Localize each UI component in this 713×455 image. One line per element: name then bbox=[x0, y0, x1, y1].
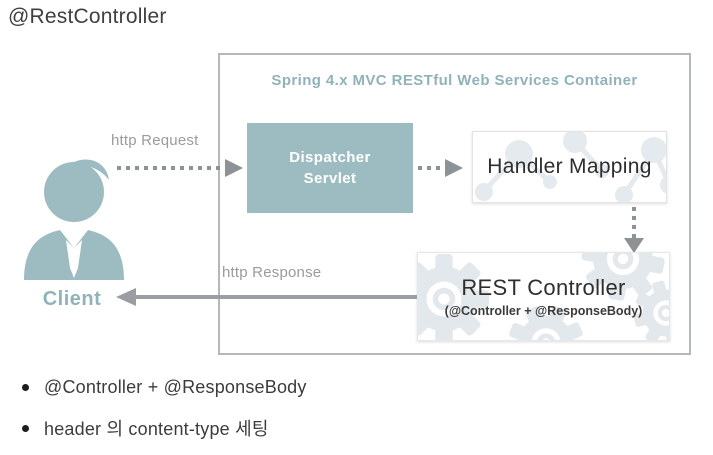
http-request-arrow-line bbox=[117, 166, 225, 170]
handler-mapping-node: Handler Mapping bbox=[472, 131, 667, 203]
http-request-label: http Request bbox=[111, 132, 199, 149]
note-text: @Controller + @ResponseBody bbox=[44, 376, 307, 397]
container-title: Spring 4.x MVC RESTful Web Services Cont… bbox=[271, 72, 638, 89]
http-response-arrowhead-icon bbox=[116, 288, 136, 306]
dispatcher-servlet-node: Dispatcher Servlet bbox=[247, 123, 413, 213]
handler-mapping-label: Handler Mapping bbox=[487, 155, 652, 178]
note-text: header 의 content-type 세팅 bbox=[44, 419, 269, 439]
client-label: Client bbox=[42, 288, 102, 310]
dispatcher-label-line2: Servlet bbox=[303, 170, 357, 187]
rest-controller-node: REST Controller (@Controller + @Response… bbox=[417, 252, 670, 341]
dispatcher-to-handler-arrowhead-icon bbox=[445, 159, 463, 177]
list-item: header 의 content-type 세팅 bbox=[22, 416, 307, 440]
handler-to-rest-arrow-line bbox=[632, 207, 636, 238]
http-request-arrowhead-icon bbox=[225, 159, 243, 177]
handler-to-rest-arrowhead-icon bbox=[624, 238, 644, 253]
rest-controller-labels: REST Controller (@Controller + @Response… bbox=[418, 253, 669, 340]
notes-list: @Controller + @ResponseBody header 의 con… bbox=[22, 375, 307, 455]
person-icon bbox=[24, 159, 124, 280]
rest-controller-sublabel: (@Controller + @ResponseBody) bbox=[444, 304, 643, 318]
bullet-marker bbox=[22, 383, 29, 391]
dispatcher-label-line1: Dispatcher bbox=[289, 149, 371, 166]
http-response-label: http Response bbox=[222, 264, 322, 281]
http-response-arrow-line bbox=[135, 295, 417, 299]
dispatcher-to-handler-arrow-line bbox=[418, 166, 445, 170]
rest-controller-label: REST Controller bbox=[461, 275, 626, 300]
client-figure: Client bbox=[16, 156, 128, 311]
bullet-marker bbox=[22, 424, 29, 432]
list-item: @Controller + @ResponseBody bbox=[22, 375, 307, 399]
molecule-decoration-icon bbox=[475, 132, 666, 202]
page-title: @RestController bbox=[8, 5, 167, 28]
